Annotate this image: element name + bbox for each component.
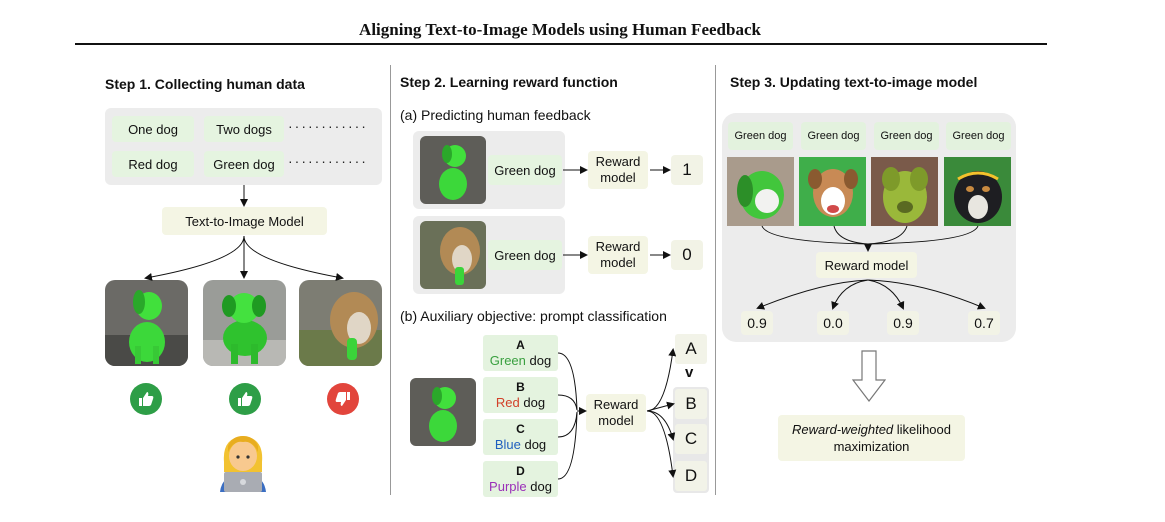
prompt-chip: Red dog: [112, 151, 194, 177]
reward-score: 0.9: [887, 311, 919, 335]
class-option-c: C Blue dog: [483, 419, 558, 455]
prompt-chip: Green dog: [204, 151, 284, 177]
prompt-chip: Green dog: [874, 122, 939, 150]
dog-image-green-classify: [410, 378, 476, 446]
ellipsis-dots: ············: [288, 118, 368, 134]
paper-title: Aligning Text-to-Image Models using Huma…: [359, 20, 761, 39]
step3-arrows: [756, 225, 986, 310]
thumbs-up-icon: [130, 383, 162, 415]
step1-arrows: [144, 185, 344, 281]
class-option-b: B Red dog: [483, 377, 558, 413]
prompt-chip: Green dog: [488, 155, 562, 185]
divider-left: [390, 65, 391, 495]
sample-image-2: [799, 157, 866, 226]
step3-title: Step 3. Updating text-to-image model: [730, 74, 978, 90]
reward-model-box-step3: Reward model: [816, 252, 917, 278]
reward-output: 0: [671, 240, 703, 270]
dog-image-green: [420, 136, 486, 204]
prompt-chip: Green dog: [488, 240, 562, 270]
rank-a: A: [675, 334, 707, 364]
subtitle-a: (a) Predicting human feedback: [400, 107, 591, 123]
objective-rest: likelihood maximization: [833, 422, 951, 454]
thumbs-down-icon: [327, 383, 359, 415]
dog-image-brown: [420, 221, 486, 289]
objective-box: Reward-weighted likelihood maximization: [778, 415, 965, 461]
reward-score: 0.7: [968, 311, 1000, 335]
step2-title: Step 2. Learning reward function: [400, 74, 618, 90]
class-option-a: A Green dog: [483, 335, 558, 371]
text-to-image-model: Text-to-Image Model: [162, 207, 327, 235]
generated-image-1: [105, 280, 188, 366]
thumbs-up-icon: [229, 383, 261, 415]
prompt-chip: Green dog: [801, 122, 866, 150]
divider-right: [715, 65, 716, 495]
class-option-d: D Purple dog: [483, 461, 558, 497]
step1-title: Step 1. Collecting human data: [105, 76, 305, 92]
sample-image-4: [944, 157, 1011, 226]
step2b-arrows: [557, 348, 677, 480]
rank-b: B: [675, 389, 707, 419]
subtitle-b: (b) Auxiliary objective: prompt classifi…: [400, 308, 667, 324]
reward-output: 1: [671, 155, 703, 185]
prompt-chip: Green dog: [946, 122, 1011, 150]
sample-image-3: [871, 157, 938, 226]
person-laptop-icon: [214, 432, 272, 492]
generated-image-3: [299, 280, 382, 366]
prompt-chip: One dog: [112, 116, 194, 142]
objective-italic: Reward-weighted: [792, 422, 894, 437]
ellipsis-dots: ············: [288, 153, 368, 169]
prompt-chip: Two dogs: [204, 116, 284, 142]
rank-greater-symbol: v: [685, 364, 694, 381]
reward-model-box: Reward model: [588, 236, 648, 274]
down-arrow-icon: [852, 350, 886, 402]
reward-score: 0.0: [817, 311, 849, 335]
step2a-arrows: [563, 166, 671, 259]
reward-model-box-classify: Reward model: [586, 394, 646, 432]
generated-image-2: [203, 280, 286, 366]
rank-c: C: [675, 424, 707, 454]
prompt-chip: Green dog: [728, 122, 793, 150]
title-rule: [75, 43, 1047, 45]
reward-score: 0.9: [741, 311, 773, 335]
step3-panel: [722, 113, 1016, 342]
rank-d: D: [675, 461, 707, 491]
sample-image-1: [727, 157, 794, 226]
reward-model-box: Reward model: [588, 151, 648, 189]
